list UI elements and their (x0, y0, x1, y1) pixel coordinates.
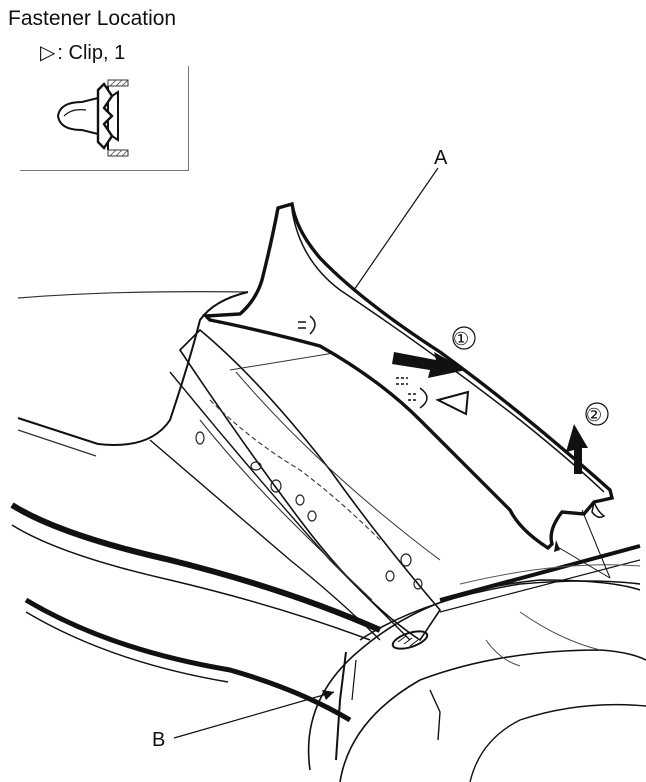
step2-arrow-icon (566, 424, 588, 474)
dash-lower-right (359, 580, 641, 641)
clip-triangle-icon: ▷ (40, 42, 56, 64)
clip-ghost-icons (298, 315, 428, 409)
step1-label: ① (453, 329, 469, 350)
step2-circle (585, 402, 609, 426)
clip-legend-text: : Clip, 1 (57, 42, 126, 64)
pillar-trim-a (202, 201, 615, 551)
step2-label: ② (586, 405, 602, 426)
leader-line-b (173, 691, 335, 739)
dashboard-panel-outline (17, 291, 249, 446)
door-frame-inner (24, 597, 352, 723)
clip-detail-inset (20, 66, 189, 171)
leader-line-clips (581, 509, 611, 579)
leader-line-a (353, 167, 439, 291)
clip-detail-drawing (56, 79, 129, 157)
door-frame-outer (10, 502, 382, 633)
clip-legend: ▷ : Clip, 1 (40, 40, 125, 66)
steering-wheel-outline (307, 579, 641, 771)
step1-arrow-icon (392, 352, 466, 378)
dashboard-top-edge (17, 291, 249, 299)
side-vent (391, 630, 429, 650)
step1-circle (452, 326, 476, 350)
clip-marker-triangle-icon (435, 390, 470, 416)
trim-b-edge (335, 651, 347, 761)
callout-b: B (152, 729, 165, 751)
body-holes (195, 431, 423, 590)
fastener-location-title: Fastener Location (8, 7, 177, 30)
callout-a: A (434, 147, 448, 169)
